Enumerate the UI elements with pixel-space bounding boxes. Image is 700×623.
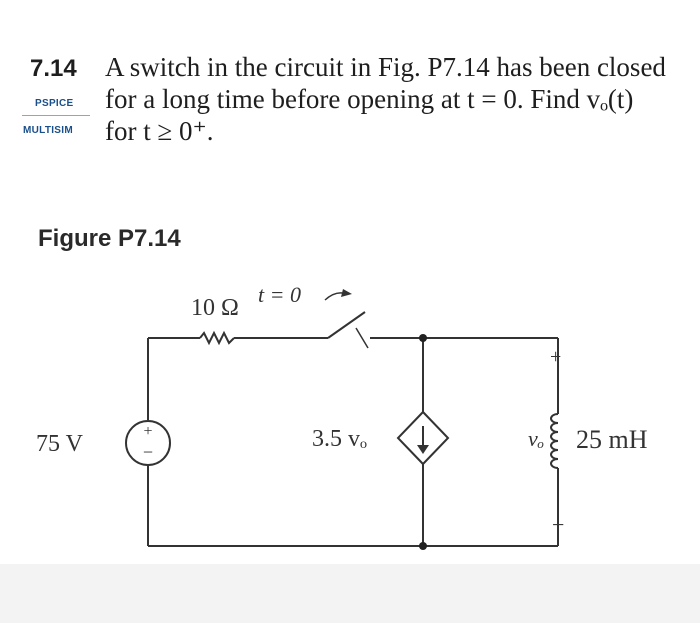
dependent-source-label: 3.5 vₒ [312, 426, 367, 452]
problem-text-line-2: for a long time before opening at t = 0.… [105, 84, 634, 114]
inductor-symbol [550, 413, 559, 469]
footer-band [0, 564, 700, 623]
output-voltage-label: vₒ [528, 426, 544, 451]
figure-title: Figure P7.14 [38, 225, 181, 252]
switch-blade [327, 311, 366, 339]
output-minus-sign: − [552, 512, 564, 537]
source-plus-sign: + [143, 423, 152, 440]
problem-panel [0, 0, 700, 172]
resistor-label: 10 Ω [191, 295, 239, 321]
down-arrow-icon [417, 445, 429, 454]
pspice-tag: PSPICE [35, 98, 74, 109]
source-minus-sign: − [143, 442, 153, 462]
multisim-tag: MULTISIM [23, 125, 73, 136]
problem-text-line-1: A switch in the circuit in Fig. P7.14 ha… [105, 52, 666, 82]
switch-label: t = 0 [258, 282, 301, 307]
problem-number: 7.14 [30, 55, 77, 82]
output-plus-sign: + [550, 346, 561, 368]
resistor-symbol [199, 330, 235, 346]
inductor-label: 25 mH [576, 425, 648, 454]
problem-text-line-3: for t ≥ 0⁺. [105, 116, 214, 146]
switch-arrow-head [341, 289, 352, 297]
junction-bottom [419, 542, 427, 550]
wires [147, 311, 559, 547]
switch-contact [355, 327, 369, 349]
figure-panel [0, 172, 700, 564]
junction-top [419, 334, 427, 342]
source-label: 75 V [36, 431, 84, 457]
voltage-source [125, 420, 171, 466]
tag-divider [22, 115, 90, 116]
